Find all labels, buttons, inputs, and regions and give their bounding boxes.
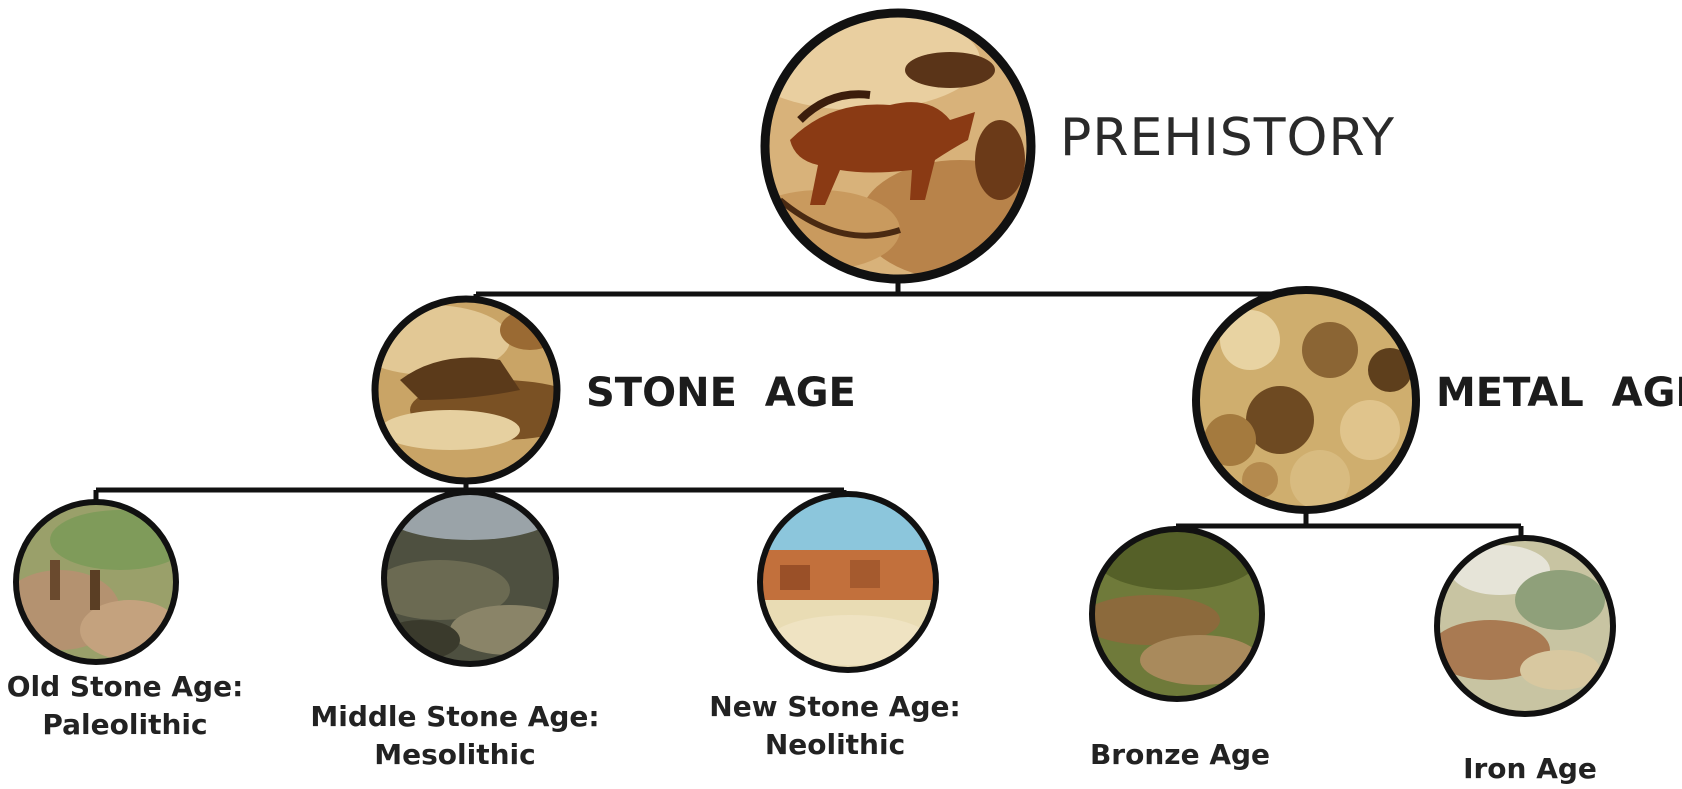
stone-age-label: STONE AGE xyxy=(586,370,856,416)
iron-age-image xyxy=(1430,535,1615,715)
prehistory-image xyxy=(740,10,1060,290)
neolithic-image xyxy=(755,490,945,680)
neolithic-label: New Stone Age: Neolithic xyxy=(700,688,970,764)
paleolithic-label-line1: Old Stone Age: xyxy=(0,668,250,706)
mesolithic-label: Middle Stone Age: Mesolithic xyxy=(310,698,600,774)
paleolithic-image xyxy=(0,495,190,675)
neolithic-label-line2: Neolithic xyxy=(700,726,970,764)
paleolithic-label: Old Stone Age: Paleolithic xyxy=(0,668,250,744)
iron-age-label: Iron Age xyxy=(1440,750,1620,788)
mesolithic-label-line1: Middle Stone Age: xyxy=(310,698,600,736)
metal-age-image xyxy=(1190,285,1430,525)
mesolithic-label-line2: Mesolithic xyxy=(310,736,600,774)
prehistory-label: PREHISTORY xyxy=(1060,108,1395,168)
bronze-age-label: Bronze Age xyxy=(1070,736,1290,774)
paleolithic-label-line2: Paleolithic xyxy=(0,706,250,744)
bronze-age-image xyxy=(1080,525,1270,705)
mesolithic-image xyxy=(370,480,570,670)
neolithic-label-line1: New Stone Age: xyxy=(700,688,970,726)
stone-age-image xyxy=(350,295,590,495)
metal-age-label: METAL AGE xyxy=(1436,370,1682,416)
